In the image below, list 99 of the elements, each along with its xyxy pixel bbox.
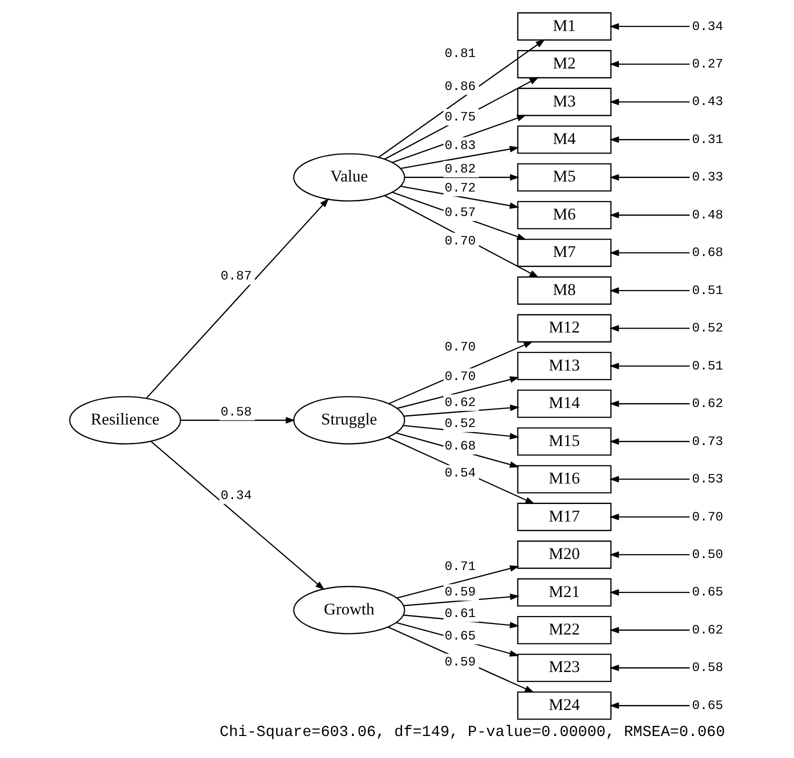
node-ellipse: Value [292, 153, 405, 202]
arrow [400, 186, 519, 209]
edge-label: 0.33 [692, 170, 723, 185]
edge-label: 0.53 [692, 472, 723, 487]
arrow [608, 626, 690, 634]
node-box: M8 [516, 276, 611, 305]
arrow [608, 664, 690, 672]
arrow [608, 476, 690, 483]
arrow [608, 438, 690, 445]
edge-label: 0.70 [444, 368, 476, 384]
arrow [145, 198, 329, 399]
edge-label: 0.59 [444, 584, 476, 600]
node-ellipse: Growth [292, 586, 405, 634]
edge-label: 0.65 [692, 584, 723, 600]
node-box: M6 [516, 200, 611, 230]
arrow [395, 432, 519, 468]
edge-label: 0.58 [692, 660, 723, 676]
arrow [608, 589, 690, 596]
node-box: M13 [516, 352, 611, 380]
edge-label: 0.70 [692, 509, 723, 524]
edge-label: 0.72 [444, 180, 476, 196]
edge-label: 0.58 [220, 404, 252, 420]
arrow [404, 174, 519, 181]
edge-label: 0.68 [444, 438, 476, 454]
node-box: M23 [516, 654, 611, 682]
node-ellipse: Struggle [292, 396, 405, 444]
arrow [404, 404, 520, 417]
arrow [608, 362, 690, 370]
node-ellipse: Resilience [68, 396, 181, 444]
edge-label: 0.34 [692, 18, 723, 34]
arrow [404, 594, 520, 606]
arrow [400, 146, 519, 170]
edge-label: 0.70 [444, 339, 476, 354]
node-box: M16 [516, 465, 611, 494]
arrow [608, 60, 690, 68]
edge-label: 0.57 [444, 205, 476, 220]
arrow [396, 622, 519, 657]
edge-label: 0.34 [220, 488, 252, 504]
edge-label: 0.27 [692, 56, 723, 72]
edge-label: 0.71 [444, 558, 476, 574]
edge-label: 0.68 [692, 245, 723, 260]
edge-label: 0.87 [220, 268, 252, 284]
node-box: M20 [516, 540, 611, 569]
edge-label: 0.43 [692, 94, 723, 110]
edge-label: 0.65 [692, 698, 723, 713]
edge-label: 0.61 [444, 606, 476, 621]
node-box: M21 [516, 578, 611, 607]
node-box: M5 [516, 163, 611, 192]
edge-label: 0.51 [692, 358, 723, 374]
arrow [384, 195, 538, 278]
arrow [608, 551, 690, 558]
node-box: M3 [516, 88, 611, 116]
arrow [608, 136, 690, 143]
arrow [396, 565, 519, 599]
arrow [608, 514, 690, 520]
node-box: M4 [516, 126, 611, 154]
arrow [608, 250, 690, 256]
edge-label: 0.75 [444, 110, 476, 125]
edge-label: 0.48 [692, 207, 723, 222]
edge-label: 0.59 [444, 654, 476, 670]
node-box: M24 [516, 691, 611, 720]
edge-label: 0.54 [444, 466, 476, 481]
edge-label: 0.51 [692, 282, 723, 298]
edge-label: 0.62 [444, 394, 476, 410]
arrow [378, 39, 545, 158]
edge-label: 0.70 [444, 233, 476, 248]
node-box: M22 [516, 616, 611, 644]
node-box: M15 [516, 427, 611, 456]
node-box: M12 [516, 314, 611, 342]
node-box: M14 [516, 390, 611, 418]
arrow [608, 174, 690, 181]
edge-label: 0.83 [444, 138, 476, 153]
edge-label: 0.86 [444, 78, 476, 94]
arrow [608, 702, 690, 709]
arrow [392, 192, 526, 240]
arrow [608, 98, 690, 106]
edge-label: 0.73 [692, 434, 723, 449]
node-box: M7 [516, 238, 611, 267]
edge-label: 0.65 [444, 628, 476, 644]
arrow [150, 440, 324, 590]
arrow [608, 287, 690, 294]
arrow [180, 416, 295, 424]
edge-label: 0.82 [444, 161, 476, 176]
edge-label: 0.52 [692, 320, 723, 336]
edge-label: 0.81 [444, 46, 476, 61]
edge-label: 0.52 [444, 416, 476, 432]
edge-label: 0.31 [692, 132, 723, 147]
arrow [608, 400, 690, 408]
node-box: M17 [516, 502, 611, 532]
node-box: M2 [516, 50, 611, 78]
arrow [608, 212, 690, 218]
arrow [608, 325, 690, 332]
arrow [396, 376, 519, 409]
caption: Chi-Square=603.06, df=149, P-value=0.00000, RMSEA=0.060 [219, 723, 725, 742]
arrow [608, 23, 690, 30]
edge-label: 0.50 [692, 546, 723, 562]
node-box: M1 [516, 12, 611, 41]
edge-label: 0.62 [692, 396, 723, 412]
edge-label: 0.62 [692, 622, 723, 638]
